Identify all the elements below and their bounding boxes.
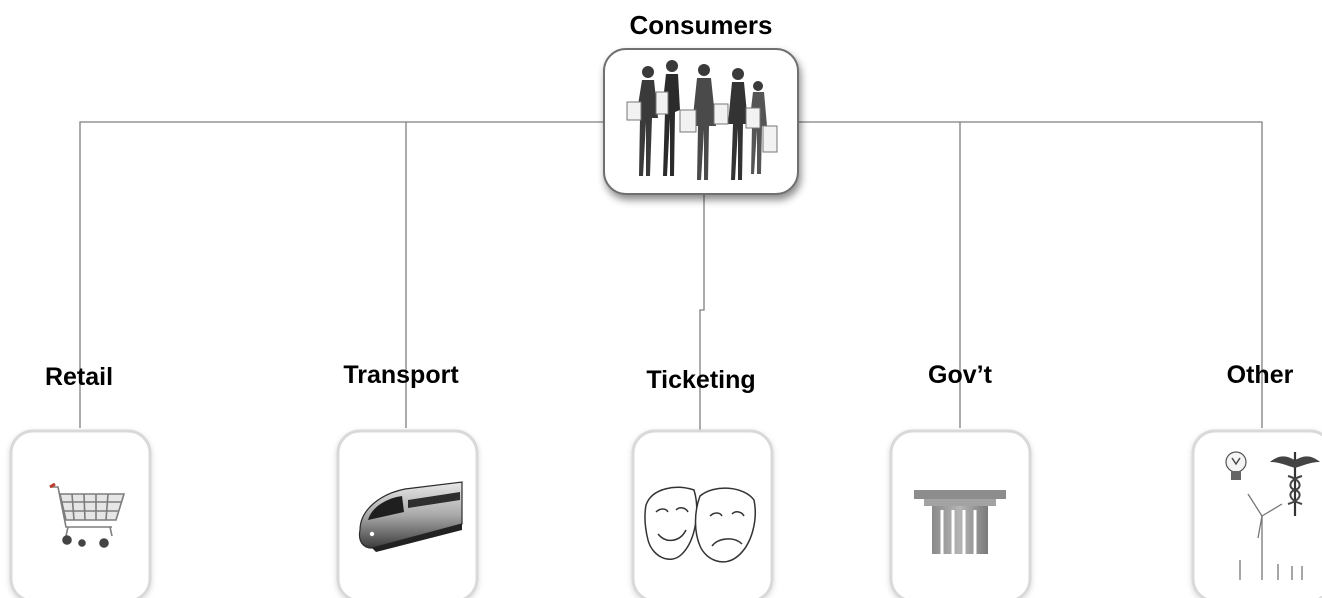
theatre-masks-icon [644,486,756,563]
connector-root-bus [79,121,605,428]
misc-lightbulb-caduceus-windmill-icon [1225,451,1320,580]
root-node-label: Consumers [629,10,772,40]
category-label-transport: Transport [343,361,459,389]
shoppers-photo-icon [626,60,778,180]
column-icon [914,490,1006,554]
category-node-other: Other [1191,361,1322,598]
category-label-ticketing: Ticketing [646,366,755,394]
connector-ticketing [699,195,705,432]
category-node-transport: Transport [336,361,479,598]
root-node: Consumers [603,10,799,195]
category-tile-other [1191,429,1322,598]
category-label-other: Other [1227,361,1294,389]
shopping-cart-icon [49,482,126,548]
connectors [79,121,1263,432]
category-node-ticketing: Ticketing [631,366,774,598]
category-node-govt: Gov’t [889,361,1032,598]
category-label-govt: Gov’t [928,361,993,389]
train-icon [358,481,463,552]
category-node-retail: Retail [9,363,152,598]
category-label-retail: Retail [45,363,113,391]
connector-root-bus-right [797,121,1263,428]
